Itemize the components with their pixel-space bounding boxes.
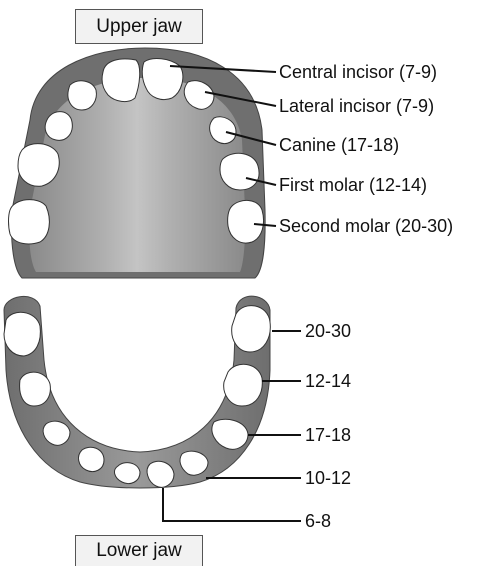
- lower-first-molar-right: [224, 364, 263, 406]
- label-canine: Canine (17-18): [279, 135, 399, 155]
- label-lower-17-18: 17-18: [305, 425, 351, 445]
- label-first-molar: First molar (12-14): [279, 175, 427, 195]
- lower-first-molar-left: [20, 372, 51, 406]
- label-central-incisor: Central incisor (7-9): [279, 62, 437, 82]
- label-lower-20-30: 20-30: [305, 321, 351, 341]
- upper-first-molar-left: [18, 144, 59, 187]
- lower-second-molar-left: [4, 312, 40, 356]
- lower-second-molar-right: [232, 306, 271, 352]
- label-lateral-incisor: Lateral incisor (7-9): [279, 96, 434, 116]
- leader-lower-6-8: [163, 488, 301, 521]
- upper-lateral-incisor-left: [68, 81, 96, 110]
- label-lower-10-12: 10-12: [305, 468, 351, 488]
- lower-jaw: 20-30 12-14 17-18 10-12 6-8: [4, 296, 351, 531]
- label-lower-12-14: 12-14: [305, 371, 351, 391]
- upper-first-molar-right: [220, 153, 259, 190]
- upper-second-molar-left: [9, 200, 50, 244]
- lower-jaw-title: Lower jaw: [75, 535, 203, 566]
- upper-second-molar-right: [228, 200, 264, 243]
- upper-central-incisor-left: [102, 59, 140, 102]
- upper-palate: [29, 78, 245, 272]
- upper-jaw: Central incisor (7-9) Lateral incisor (7…: [9, 48, 454, 278]
- label-second-molar: Second molar (20-30): [279, 216, 453, 236]
- label-lower-6-8: 6-8: [305, 511, 331, 531]
- lower-lateral-incisor-left: [79, 447, 104, 471]
- upper-canine-left: [45, 112, 72, 141]
